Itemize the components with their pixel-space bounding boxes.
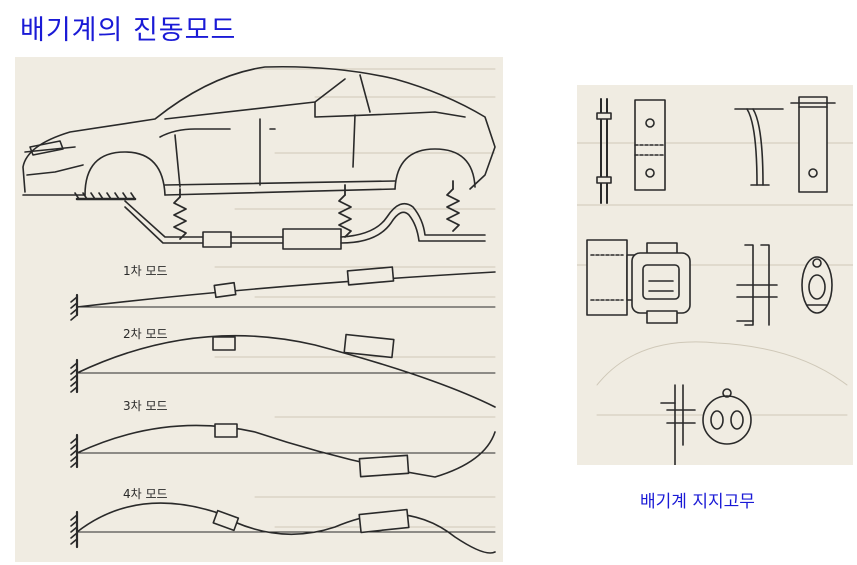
mode-4-shape [70,502,496,554]
engine-mount [74,192,137,201]
mount-t-bracket [734,96,836,193]
mode-label-4: 4차 모드 [123,487,168,501]
mode-label-2: 2차 모드 [123,327,168,341]
car-body-outline [22,65,496,196]
mode-label-1: 1차 모드 [123,264,168,278]
vibration-mode-figure: 1차 모드 2차 모드 3차 모드 4차 모드 [15,57,503,562]
mount-square-block [586,239,691,324]
mode-label-3: 3차 모드 [123,399,168,413]
mount-ring-loops [660,384,752,465]
mount-flat-bracket [596,98,666,204]
page-title: 배기계의 진동모드 [20,15,237,46]
exhaust-mode-drawing [22,65,496,554]
mode-1-shape [70,266,496,321]
exhaust-system [124,200,486,250]
mode-2-shape [70,333,496,408]
mount-hook-ring [736,244,833,326]
rubber-mount-drawing [577,96,853,465]
mode-3-shape [70,423,496,478]
figure-caption: 배기계 지지고무 [640,492,755,512]
spring-mounts [173,180,460,240]
rubber-mount-figure [577,85,853,465]
